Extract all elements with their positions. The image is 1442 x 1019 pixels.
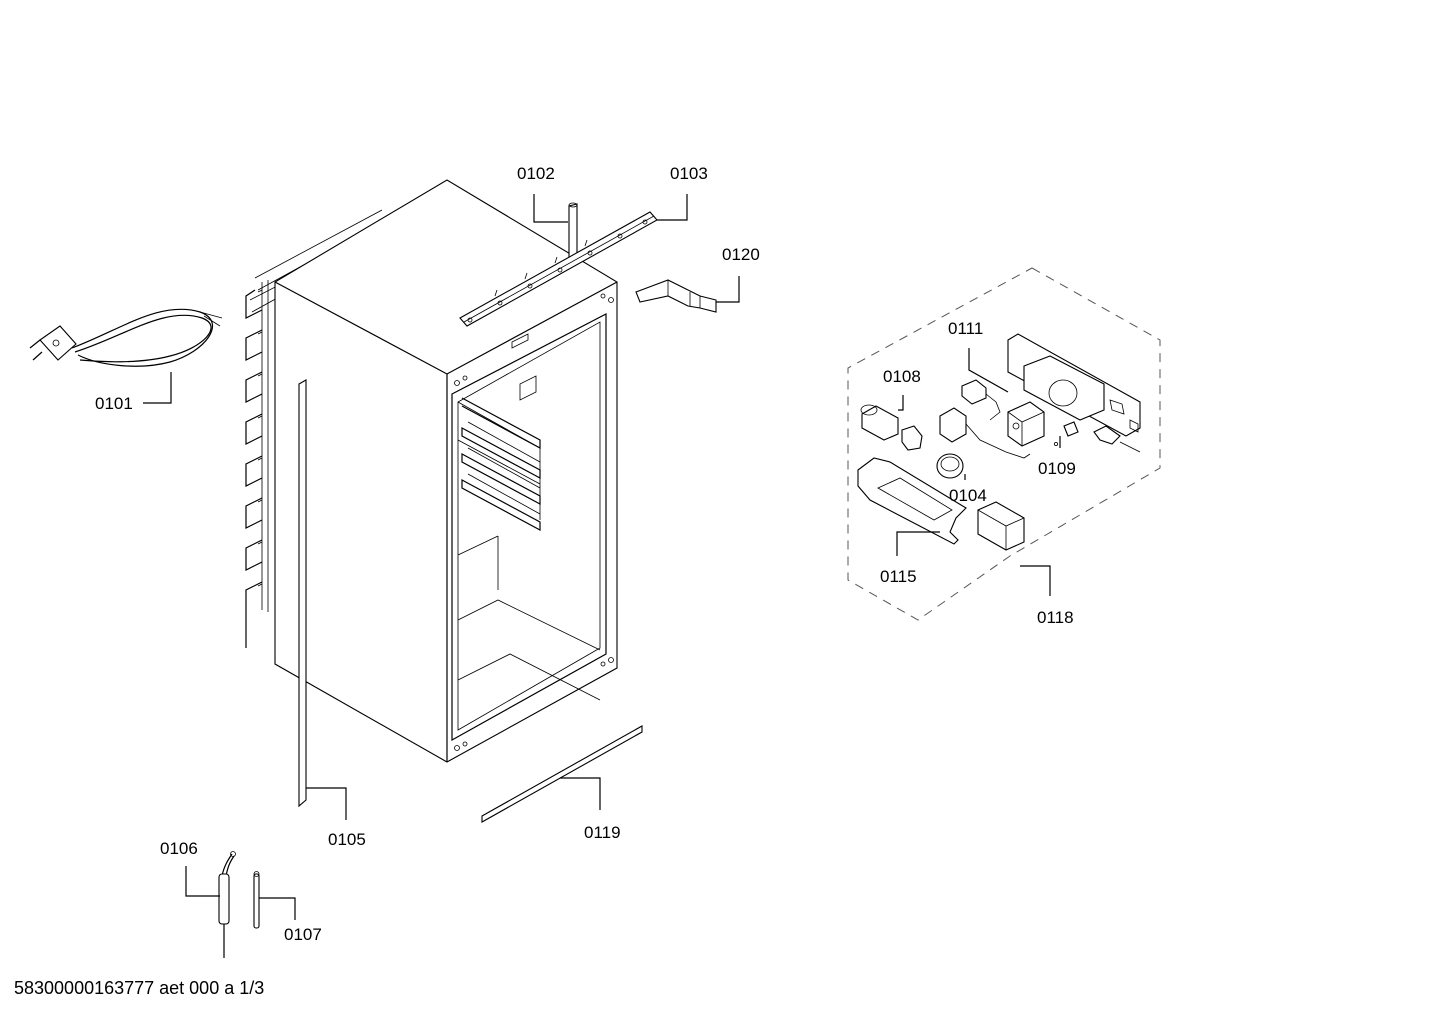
label-0104: 0104 bbox=[949, 486, 987, 505]
label-0107: 0107 bbox=[284, 925, 322, 944]
cabinet bbox=[245, 179, 618, 808]
label-0115: 0115 bbox=[880, 567, 917, 586]
label-0106: 0106 bbox=[160, 839, 198, 858]
part-0115-lamp-cover bbox=[857, 457, 967, 545]
part-0108-lamp bbox=[860, 404, 923, 451]
label-0103: 0103 bbox=[670, 164, 708, 183]
part-0111-housing bbox=[1007, 333, 1141, 437]
drawing-reference-number: 58300000163777 aet 000 a 1/3 bbox=[14, 978, 265, 998]
part-0104-knob bbox=[936, 453, 964, 479]
label-0118: 0118 bbox=[1037, 608, 1074, 627]
label-0109: 0109 bbox=[1038, 459, 1076, 478]
part-0118-control-unit-group bbox=[847, 267, 1161, 621]
label-0105: 0105 bbox=[328, 830, 366, 849]
label-0101: 0101 bbox=[95, 394, 133, 413]
part-0101-power-cord bbox=[29, 308, 223, 367]
label-0108: 0108 bbox=[883, 367, 921, 386]
part-switches bbox=[939, 379, 1141, 459]
label-0119: 0119 bbox=[584, 823, 621, 842]
part-0102-drain-tube bbox=[568, 202, 578, 259]
part-labels: 0101 0102 0103 0120 0111 0108 0109 0104 … bbox=[95, 164, 1076, 944]
part-0119-seal-strip bbox=[481, 725, 643, 823]
part-0120-hinge bbox=[635, 279, 717, 313]
part-small-cover bbox=[977, 501, 1025, 551]
label-0102: 0102 bbox=[517, 164, 555, 183]
part-0107-sensor bbox=[253, 871, 260, 929]
part-thermostat bbox=[1007, 401, 1045, 447]
label-0111: 0111 bbox=[948, 319, 983, 338]
leader-lines bbox=[143, 194, 1061, 920]
label-0120: 0120 bbox=[722, 245, 760, 264]
part-0106-sensor bbox=[218, 851, 236, 958]
